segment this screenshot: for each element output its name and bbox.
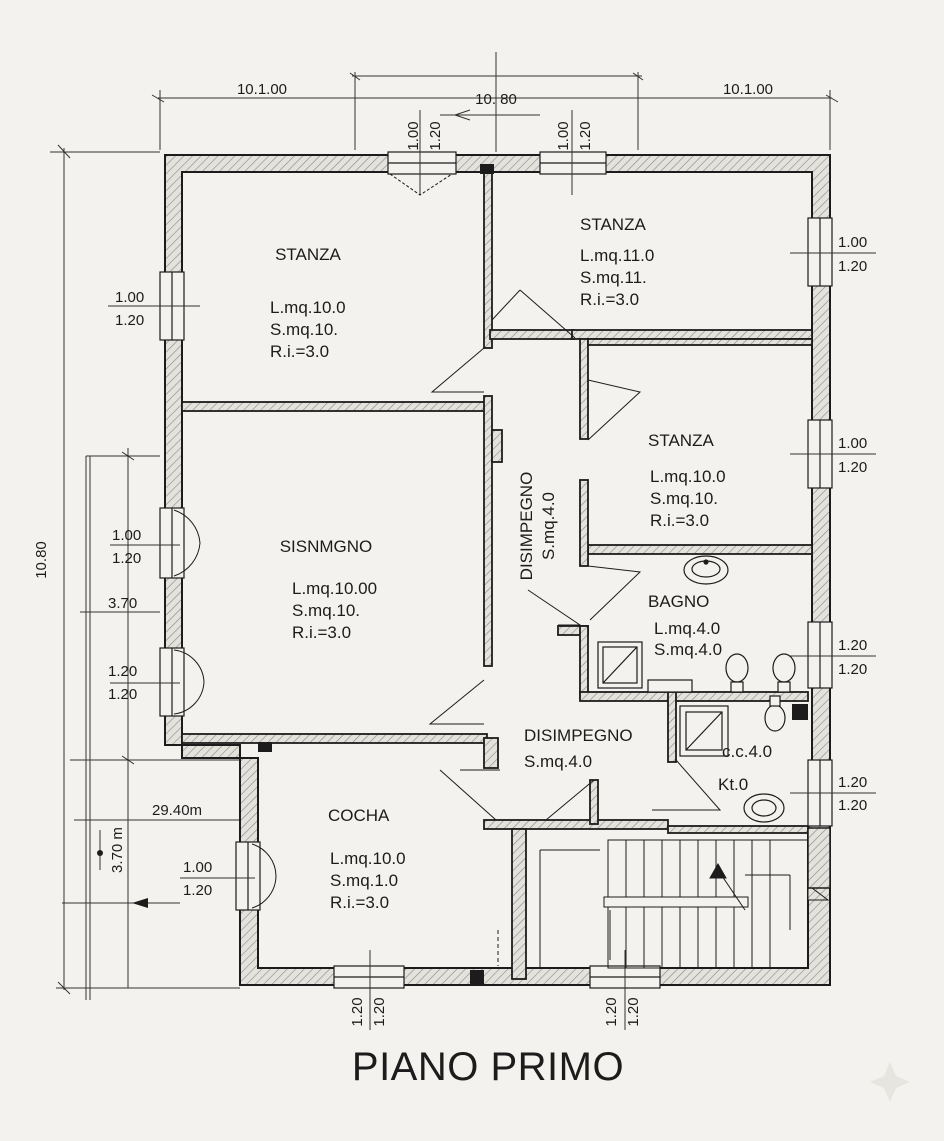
room-area-line: R.i.=3.0 xyxy=(270,342,329,361)
toilet-icon xyxy=(725,653,749,693)
window-label: 1.20 xyxy=(838,637,867,654)
room-area-line: S.mq.4.0 xyxy=(654,640,722,659)
room-area-line: L.mq.10.0 xyxy=(270,298,346,317)
dim-left-overall: 10.80 xyxy=(33,541,50,579)
room-sisnmgno: SISNMGNO L.mq.10.00 S.mq.10. R.i.=3.0 xyxy=(280,537,377,642)
window-label: 1.20 xyxy=(183,882,212,899)
dim-left-3-70: 3.70 xyxy=(108,595,137,612)
bidet-icon xyxy=(772,653,796,693)
window-label: 1.20 xyxy=(577,121,594,150)
window-label: 1.20 xyxy=(625,997,642,1026)
room-area-line: S.mq.4.0 xyxy=(524,752,592,771)
sparkle-icon xyxy=(870,1062,910,1102)
room-disimpegno-vertical: DISIMPEGNO S.mq.4.0 xyxy=(517,472,558,581)
windows xyxy=(159,151,833,989)
shower-tray-icon xyxy=(597,641,643,689)
window-label: 1.20 xyxy=(838,258,867,275)
room-name: STANZA xyxy=(275,245,341,264)
window-label: 1.20 xyxy=(838,661,867,678)
window-label: 1.20 xyxy=(115,312,144,329)
room-area-line: L.mq.4.0 xyxy=(654,619,720,638)
window-label: 1.00 xyxy=(838,435,867,452)
column-marker xyxy=(480,164,494,174)
room-area-line: R.i.=3.0 xyxy=(330,893,389,912)
room-stanza-3: STANZA L.mq.10.0 S.mq.10. R.i.=3.0 xyxy=(648,431,726,530)
room-name: SISNMGNO xyxy=(280,537,373,556)
room-stanza-2: STANZA L.mq.11.0 S.mq.11. R.i.=3.0 xyxy=(580,215,654,309)
room-area-line: c.c.4.0 xyxy=(722,742,772,761)
bathtub-edge-icon xyxy=(647,679,693,693)
washbasin-icon xyxy=(743,793,785,823)
window-label: 1.00 xyxy=(115,289,144,306)
room-name: STANZA xyxy=(580,215,646,234)
window-label: 1.00 xyxy=(838,234,867,251)
dimension-lines xyxy=(50,52,839,1000)
room-area-line: S.mq.4.0 xyxy=(539,492,558,560)
room-name: STANZA xyxy=(648,431,714,450)
stair-wall xyxy=(807,827,831,889)
room-name: COCHA xyxy=(328,806,390,825)
window-label: 1.20 xyxy=(427,121,444,150)
room-area-line: L.mq.10.0 xyxy=(330,849,406,868)
room-area-line: Kt.0 xyxy=(718,775,748,794)
room-area-line: S.mq.10. xyxy=(650,489,718,508)
room-wc: c.c.4.0 Kt.0 xyxy=(718,742,772,794)
room-name: DISIMPEGNO xyxy=(524,726,633,745)
room-stanza-1: STANZA L.mq.10.0 S.mq.10. R.i.=3.0 xyxy=(270,245,346,361)
window-label: 1.20 xyxy=(838,459,867,476)
dim-top-right: 10.1.00 xyxy=(723,81,773,98)
room-area-line: R.i.=3.0 xyxy=(650,511,709,530)
room-area-line: S.mq.11. xyxy=(580,268,647,287)
room-disimpegno-horizontal: DISIMPEGNO S.mq.4.0 xyxy=(524,726,633,771)
fixtures xyxy=(597,555,796,823)
window-label: 1.20 xyxy=(371,997,388,1026)
column-marker xyxy=(470,970,484,984)
room-area-line: L.mq.10.0 xyxy=(650,467,726,486)
room-name: BAGNO xyxy=(648,592,709,611)
window-label: 1.00 xyxy=(405,121,422,150)
washbasin-icon xyxy=(683,555,729,585)
room-area-line: S.mq.1.0 xyxy=(330,871,398,890)
room-area-line: L.mq.10.00 xyxy=(292,579,377,598)
window-label: 1.00 xyxy=(555,121,572,150)
room-area-line: S.mq.10. xyxy=(270,320,338,339)
staircase xyxy=(497,839,830,969)
window-label: 1.20 xyxy=(838,774,867,791)
room-area-line: R.i.=3.0 xyxy=(292,623,351,642)
window-leaders xyxy=(108,110,876,1030)
dim-left-29-40: 29.40m xyxy=(152,802,202,819)
room-area-line: L.mq.11.0 xyxy=(580,246,654,265)
dim-top-left: 10.1.00 xyxy=(237,81,287,98)
door-swings xyxy=(173,173,722,909)
column-marker xyxy=(792,704,808,720)
window-labels: 1.00 1.20 1.00 1.20 1.00 1.20 1.00 1.20 … xyxy=(108,121,867,1026)
window-label: 1.20 xyxy=(108,686,137,703)
shower-icon xyxy=(679,705,729,757)
room-bagno: BAGNO L.mq.4.0 S.mq.4.0 xyxy=(648,592,722,659)
plan-title: PIANO PRIMO xyxy=(352,1045,624,1089)
room-cocha: COCHA L.mq.10.0 S.mq.1.0 R.i.=3.0 xyxy=(328,806,406,912)
room-area-line: S.mq.10. xyxy=(292,601,360,620)
column-marker xyxy=(258,742,272,752)
window-label: 1.20 xyxy=(349,997,366,1026)
window-label: 1.00 xyxy=(183,859,212,876)
room-name: DISIMPEGNO xyxy=(517,472,536,581)
dim-top-center: 10. 80 xyxy=(475,91,517,108)
dim-left-3-70m: 3.70 m xyxy=(109,827,126,873)
walls xyxy=(164,154,831,986)
window-label: 1.20 xyxy=(112,550,141,567)
room-area-line: R.i.=3.0 xyxy=(580,290,639,309)
window-label: 1.20 xyxy=(838,797,867,814)
window-label: 1.20 xyxy=(603,997,620,1026)
window-label: 1.20 xyxy=(108,663,137,680)
toilet-icon xyxy=(764,695,786,732)
window-label: 1.00 xyxy=(112,527,141,544)
